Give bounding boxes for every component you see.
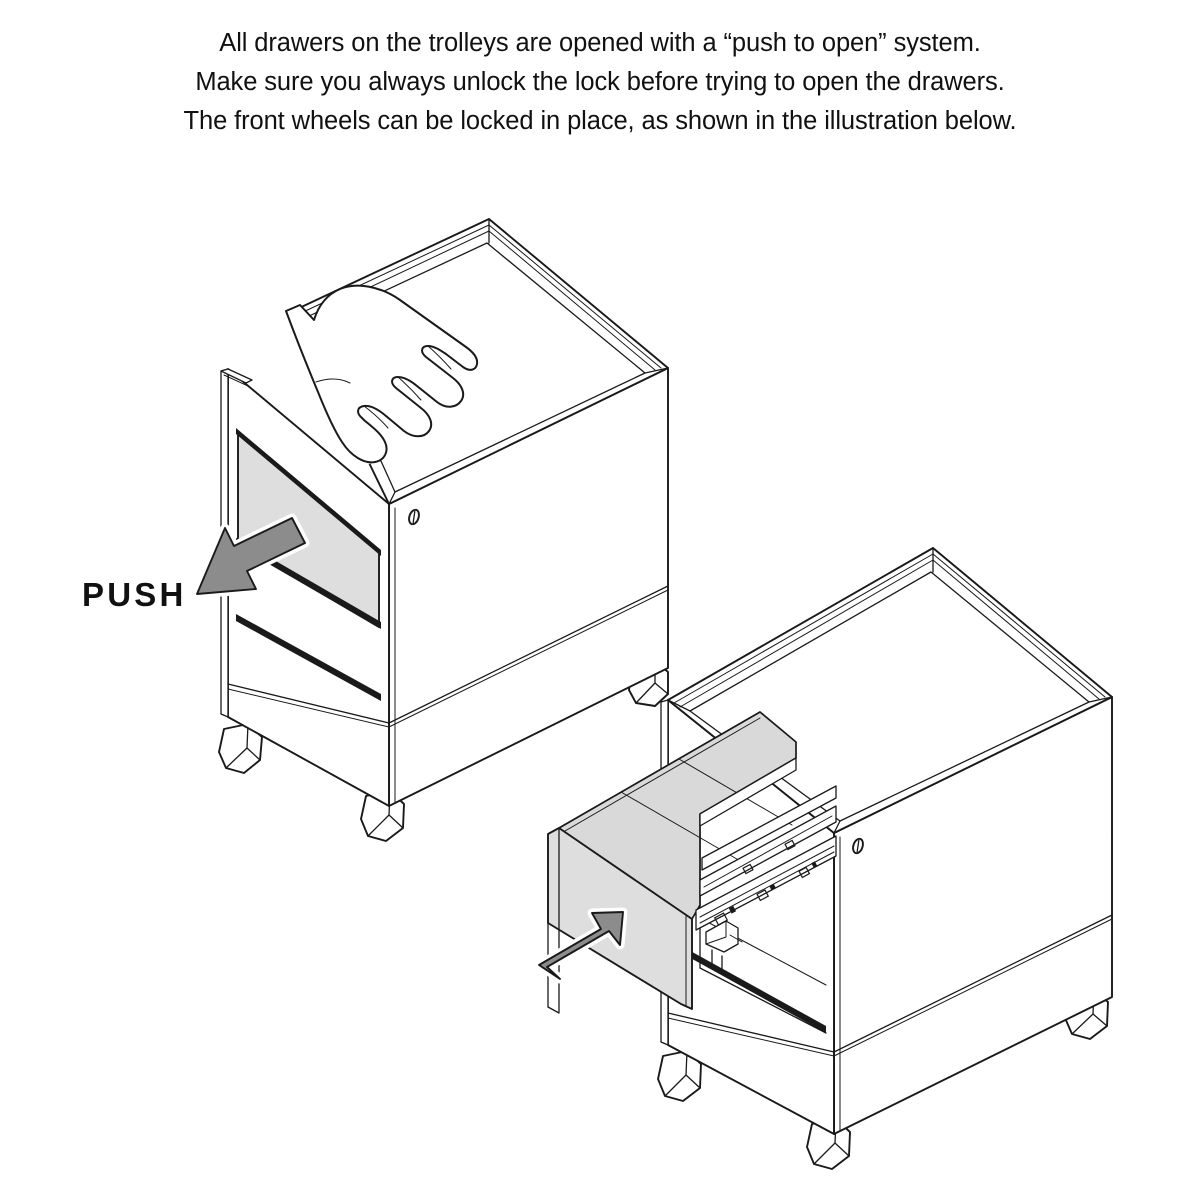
plinth-line-front-inner xyxy=(227,688,390,728)
plinth-line-front xyxy=(667,1012,835,1053)
hand-pressing-drawer-icon xyxy=(282,284,479,466)
telescopic-drawer-slide xyxy=(695,785,837,971)
instruction-text-block: All drawers on the trolleys are opened w… xyxy=(0,24,1200,141)
drawer-gap xyxy=(236,614,381,701)
push-label: PUSH xyxy=(82,576,187,613)
slide-rail-hardware-marks xyxy=(713,839,818,926)
slide-rail-release-lever xyxy=(705,920,743,971)
instruction-line-2: Make sure you always unlock the lock bef… xyxy=(195,68,1005,96)
instruction-line-1: All drawers on the trolleys are opened w… xyxy=(219,29,981,57)
plinth-line-right-inner xyxy=(833,918,1113,1057)
slide-rail-inner xyxy=(701,785,837,871)
trolley-drawer-open xyxy=(534,547,1113,1170)
plinth-line-right xyxy=(388,585,669,724)
instruction-line-3: The front wheels can be locked in place,… xyxy=(183,107,1017,135)
lock-keyhole-icon xyxy=(408,508,420,526)
drawer-inner-side-wall xyxy=(699,757,797,827)
open-drawer xyxy=(547,711,837,1014)
lock-keyhole-icon xyxy=(852,837,864,855)
plinth-line-front-inner xyxy=(667,1017,835,1057)
drawer-gap xyxy=(236,428,381,556)
caster-icon xyxy=(218,723,263,774)
drawer-interior-divider xyxy=(678,758,793,826)
pull-arrow-icon xyxy=(534,907,628,984)
plinth-line-right-inner xyxy=(388,589,669,728)
tray-corner-tab xyxy=(220,368,253,387)
plinth-line-right xyxy=(833,914,1113,1053)
plinth-line-front xyxy=(227,683,390,724)
push-arrow-icon xyxy=(192,513,310,599)
trolley-push-to-open xyxy=(192,218,669,842)
